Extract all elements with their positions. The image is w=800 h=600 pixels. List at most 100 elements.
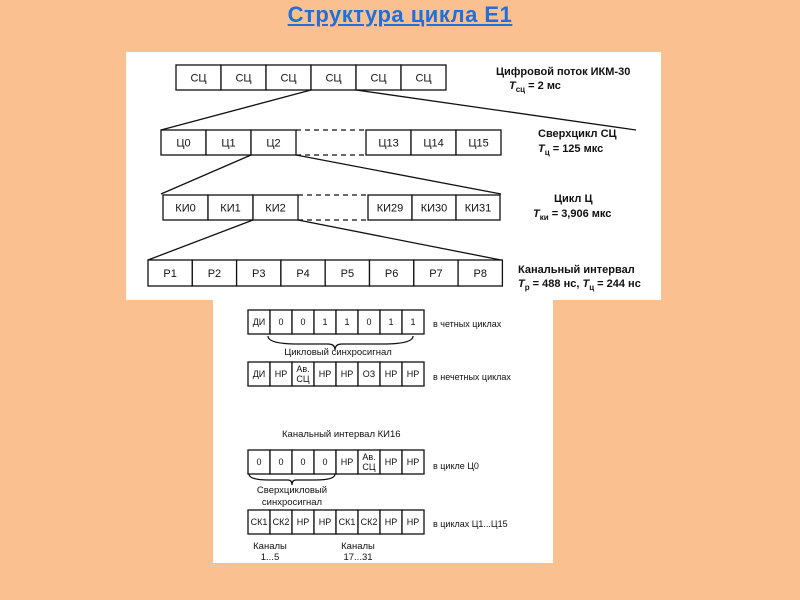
superframe-cell-label: СЦ: [235, 72, 251, 84]
row2-formula: Tц = 125 мкс: [538, 143, 603, 157]
channels-b-1: Каналы: [341, 541, 375, 552]
timeslot-cell-label: КИ29: [377, 202, 404, 214]
c1-15-label: в циклах Ц1...Ц15: [433, 519, 508, 529]
frames1-15-cell-label: СК2: [273, 517, 290, 527]
bit-cell: [324, 259, 371, 287]
even-frame-cell-label: 0: [366, 317, 371, 327]
bit-cell-label: P1: [163, 268, 176, 280]
frame-cell: [160, 129, 207, 156]
odd-frame-cell-label: ДИ: [253, 369, 266, 379]
frames1-15-cell-label: НР: [385, 517, 398, 527]
expand-line-right-2: [295, 154, 502, 195]
frame-cell-label: Ц1: [221, 137, 235, 149]
row3-caption: Цикл Ц: [554, 193, 593, 205]
bit-cell-label: P2: [208, 268, 221, 280]
channels-b-2: 17...31: [343, 552, 372, 563]
c0-label: в цикле Ц0: [433, 461, 479, 471]
row1-caption: Цифровой поток ИКМ-30: [496, 66, 630, 78]
frame-cell: [455, 129, 502, 156]
bit-cell: [413, 259, 459, 287]
bit-cell: [280, 259, 326, 287]
supersync-label-2: синхросигнал: [262, 497, 322, 508]
frame-cell-label: Ц14: [423, 137, 443, 149]
timeslot-cell-label: КИ0: [175, 202, 195, 214]
page-title[interactable]: Структура цикла Е1: [287, 2, 513, 27]
superframe-cell-label: СЦ: [325, 72, 341, 84]
odd-frame-cell-label: СЦ: [296, 374, 309, 384]
bit-cell: [235, 259, 282, 287]
timeslot-cell: [162, 194, 209, 221]
bit-cell-label: P8: [474, 268, 487, 280]
row4-caption: Канальный интервал: [518, 264, 635, 276]
even-frame-cell: [401, 309, 425, 335]
frame0-cell-label: 0: [300, 457, 305, 467]
superframe-cell-label: СЦ: [415, 72, 431, 84]
expand-line-left-2: [160, 154, 252, 195]
frames1-15-cell-label: НР: [297, 517, 310, 527]
superframe-cell: [355, 64, 402, 91]
expand-line-right-1: [355, 89, 637, 131]
bit-cell-label: P7: [429, 268, 442, 280]
odd-label: в нечетных циклах: [433, 372, 511, 382]
timeslot-cell-label: КИ1: [220, 202, 240, 214]
superframe-cell: [400, 64, 447, 91]
supersync-label-1: Сверхцикловый: [257, 485, 327, 496]
frames1-15-cell-label: СК1: [339, 517, 356, 527]
expand-line-left-3: [147, 219, 254, 261]
frame0-cell-label: НР: [341, 457, 354, 467]
frames1-15-cell: [401, 509, 425, 535]
frames1-15-cell-label: НР: [319, 517, 332, 527]
odd-frame-cell-label: НР: [341, 369, 354, 379]
superframe-cell-label: СЦ: [190, 72, 206, 84]
even-label: в четных циклах: [433, 319, 502, 329]
timeslot-cell-label: КИ31: [465, 202, 492, 214]
odd-frame-cell-label: НР: [407, 369, 420, 379]
timeslot-cell-label: КИ2: [265, 202, 285, 214]
sync-label: Цикловый синхросигнал: [284, 347, 392, 358]
supersync-brace: [248, 473, 336, 486]
row4-formula: Tр = 488 нс, Tц = 244 нс: [518, 278, 641, 292]
frame-cell: [410, 129, 457, 156]
superframe-cell: [175, 64, 222, 91]
superframe-cell-label: СЦ: [280, 72, 296, 84]
frame0-cell-label: 0: [278, 457, 283, 467]
frame-cell-label: Ц13: [378, 137, 398, 149]
even-frame-cell-label: ДИ: [253, 317, 266, 327]
expand-line-right-3: [297, 219, 502, 261]
odd-frame-cell: [401, 361, 425, 387]
ki16-title: Канальный интервал КИ16: [282, 429, 401, 440]
odd-frame-cell-label: Ав.: [296, 364, 309, 374]
frame-cell-label: Ц15: [468, 137, 488, 149]
row3-formula: Tки = 3,906 мкс: [533, 208, 611, 222]
timeslot-cell-label: КИ30: [421, 202, 448, 214]
frame0-cell: [401, 449, 425, 475]
bit-cell: [191, 259, 238, 287]
superframe-cell: [220, 64, 267, 91]
timeslot-cell: [411, 194, 457, 221]
frames1-15-cell-label: СК2: [361, 517, 378, 527]
odd-frame-cell-label: ОЗ: [363, 369, 375, 379]
bit-cell-label: P4: [296, 268, 309, 280]
bit-cell: [457, 259, 504, 287]
bit-cell-label: P6: [385, 268, 398, 280]
frame0-cell-label: Ав.: [362, 452, 375, 462]
odd-frame-cell-label: НР: [385, 369, 398, 379]
frames1-15-cell-label: НР: [407, 517, 420, 527]
bit-cell-label: P5: [341, 268, 354, 280]
frame-cell-label: Ц2: [266, 137, 280, 149]
frame0-cell-label: 0: [256, 457, 261, 467]
even-frame-cell-label: 1: [322, 317, 327, 327]
superframe-cell: [265, 64, 312, 91]
even-frame-cell-label: 1: [388, 317, 393, 327]
even-frame-cell-label: 0: [300, 317, 305, 327]
